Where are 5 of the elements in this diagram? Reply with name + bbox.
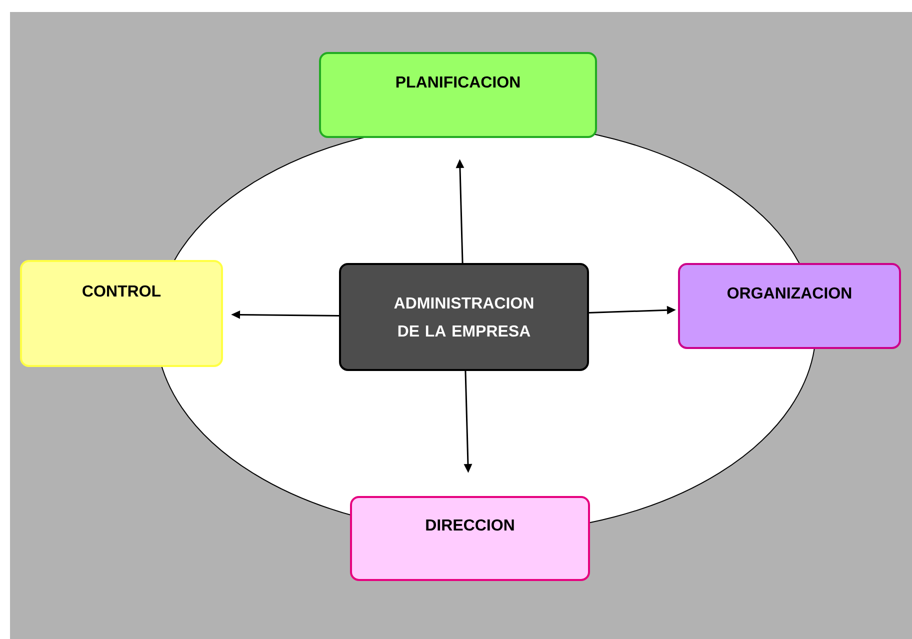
process-box: CONTROL bbox=[20, 260, 223, 367]
process-box: ADMINISTRACION DE LA EMPRESA bbox=[339, 263, 589, 371]
process-box: DIRECCION bbox=[350, 496, 590, 581]
process-box: ORGANIZACION bbox=[678, 263, 901, 349]
process-box: PLANIFICACION bbox=[319, 52, 597, 138]
